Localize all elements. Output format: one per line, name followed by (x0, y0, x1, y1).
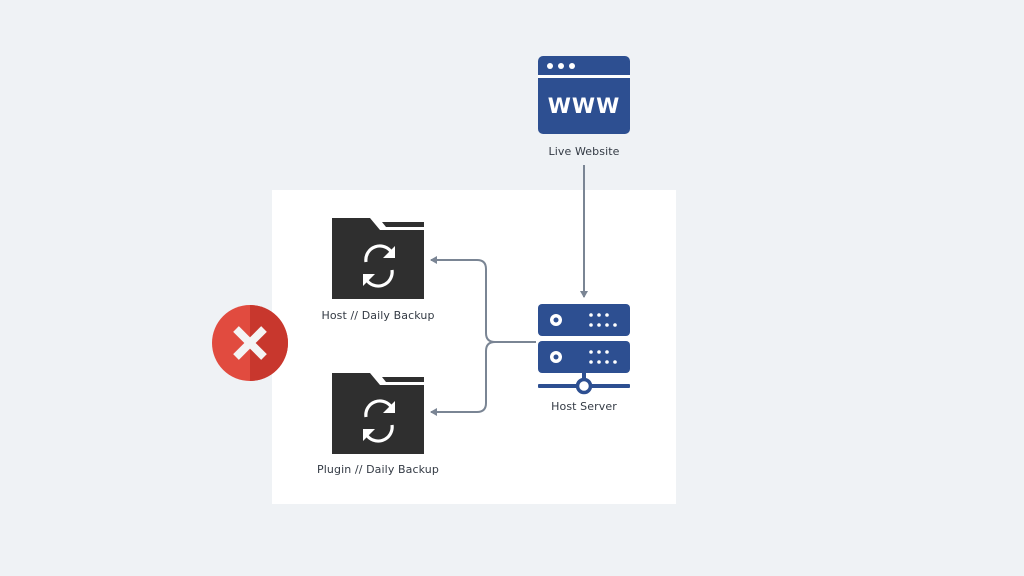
connector-server-to-plugin-backup (430, 341, 496, 416)
plugin-backup-label: Plugin // Daily Backup (317, 463, 439, 476)
live-website-label: Live Website (548, 145, 620, 158)
x-close-icon (212, 305, 288, 381)
www-browser-icon: WWW (538, 56, 630, 134)
svg-text:WWW: WWW (548, 94, 621, 118)
server-icon (538, 304, 630, 395)
plugin-backup-folder-icon (332, 373, 424, 454)
connector-server-to-backups (430, 256, 536, 343)
host-server-label: Host Server (551, 400, 617, 413)
host-backup-folder-icon (332, 218, 424, 299)
host-backup-label: Host // Daily Backup (321, 309, 435, 322)
